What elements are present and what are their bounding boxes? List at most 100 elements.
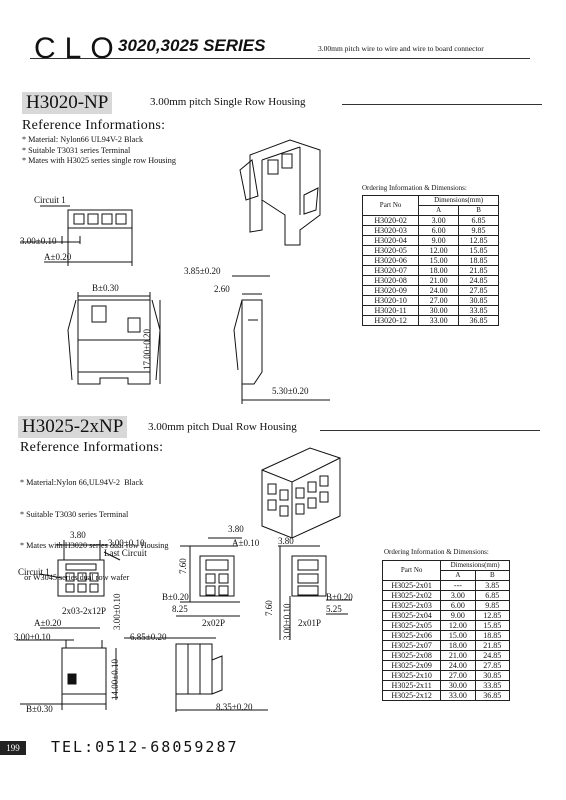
cell-b: 36.85 <box>458 315 499 326</box>
dim-260: 2.60 <box>214 284 230 294</box>
dim-385: 3.85±0.20 <box>184 266 221 276</box>
cell-a: 21.00 <box>440 650 476 661</box>
cell-a: 9.00 <box>440 610 476 621</box>
cell-part: H3025-2x09 <box>381 660 442 671</box>
label-2x01p: 2x01P <box>298 618 322 628</box>
dim-380b: 3.80 <box>228 524 244 534</box>
section1-drawings <box>20 139 330 404</box>
cell-part: H3025-2x02 <box>381 590 442 601</box>
label-range: 2x03-2x12P <box>62 606 107 616</box>
cell-b: 15.85 <box>474 620 511 631</box>
label-circuit1: Circuit 1 <box>34 195 66 205</box>
series-title: 3020,3025 SERIES <box>118 36 266 55</box>
bullet: * Material:Nylon 66,UL94V-2 Black <box>20 478 144 487</box>
section2-table-title: Ordering Information & Dimensions: <box>384 548 489 556</box>
dim-b020a: B±0.20 <box>162 592 189 602</box>
cell-part: H3025-2x12 <box>381 690 442 701</box>
cell-b: 24.85 <box>474 650 511 661</box>
col-dims: Dimensions(mm) <box>440 560 510 571</box>
col-b: B <box>474 570 511 581</box>
col-part: Part No <box>381 560 442 581</box>
label-circuit1-dual: Circuit 1 <box>18 567 50 577</box>
dim-a020: A±0.20 <box>34 618 62 628</box>
cell-part: H3025-2x01 <box>381 580 442 591</box>
dual-top-view-2 <box>176 537 242 617</box>
dual-housing-3d-sketch <box>261 447 341 539</box>
section1-rule <box>342 104 542 105</box>
cell-part: H3025-2x04 <box>381 610 442 621</box>
cell-b: 33.85 <box>474 680 511 691</box>
cell-b: 6.85 <box>474 590 511 601</box>
bullet: or W3045 series dual row wafer <box>20 572 130 582</box>
cell-a: 33.00 <box>440 690 476 701</box>
bullet: * Material: Nylon66 UL94V-2 Black <box>22 135 144 144</box>
label-2x02p: 2x02P <box>202 618 226 628</box>
cell-a: 15.00 <box>440 630 476 641</box>
brand-logo: CLO <box>34 32 123 65</box>
section1-table-title: Ordering Information & Dimensions: <box>362 184 467 192</box>
section1-ref-title: Reference Informations: <box>22 118 166 133</box>
section2-ordering-table: Part No Dimensions(mm) A B H3025-2x01---… <box>381 560 511 701</box>
bullet: * Suitable T3030 series Terminal <box>20 509 129 519</box>
dim-h1400: 14.00±0.10 <box>110 659 120 700</box>
dual-front-view <box>16 627 117 710</box>
cell-a: 27.00 <box>440 670 476 681</box>
header-rule <box>30 58 530 59</box>
cell-part: H3020-12 <box>361 315 420 326</box>
cell-a: 12.00 <box>440 620 476 631</box>
cell-b: 9.85 <box>474 600 511 611</box>
dim-530: 5.30±0.20 <box>272 386 309 396</box>
section1-bullets: * Material: Nylon66 UL94V-2 Black * Suit… <box>22 135 176 167</box>
cell-a: 24.00 <box>440 660 476 671</box>
dim-v760b: 7.60 <box>264 600 274 616</box>
dim-380a: 3.80 <box>70 530 86 540</box>
cell-a: 30.00 <box>440 680 476 691</box>
housing-3d-sketch <box>239 139 321 246</box>
top-view-housing <box>67 209 133 229</box>
dual-top-view-1 <box>39 540 121 597</box>
dim-b020b: B±0.20 <box>326 592 353 602</box>
page-number: 199 <box>0 741 26 755</box>
bullet: * Mates with H3025 series single row Hou… <box>22 156 176 165</box>
section2-rule <box>320 430 540 431</box>
dual-side-view <box>124 637 268 712</box>
cell-a: --- <box>440 580 476 591</box>
cell-part: H3025-2x11 <box>381 680 442 691</box>
table-row: H3025-2x01---3.85 <box>381 580 511 591</box>
cell-part: H3025-2x07 <box>381 640 442 651</box>
dual-top-view-3 <box>278 545 352 640</box>
dim-380c: 3.80 <box>278 536 294 546</box>
cell-a: 6.00 <box>440 600 476 611</box>
dim-pitch-a: 3.00±0.10 <box>108 538 145 548</box>
cell-a: 18.00 <box>440 640 476 651</box>
cell-b: 30.85 <box>474 670 511 681</box>
section2-bullets: * Material:Nylon 66,UL94V-2 Black * Suit… <box>20 457 169 594</box>
dim-a: A±0.20 <box>44 252 72 262</box>
cell-b: 27.85 <box>474 660 511 671</box>
section2-subtitle: 3.00mm pitch Dual Row Housing <box>148 421 297 433</box>
telephone: TEL:0512-68059287 <box>51 738 239 756</box>
cell-part: H3025-2x10 <box>381 670 442 681</box>
dim-835: 8.35±0.20 <box>216 702 253 712</box>
side-view <box>232 275 330 404</box>
dim-685: 6.85±0.20 <box>130 632 167 642</box>
bullet: * Suitable T3031 series Terminal <box>22 145 131 155</box>
section2-ref-title: Reference Informations: <box>20 440 164 455</box>
cell-part: H3025-2x08 <box>381 650 442 661</box>
section1-subtitle: 3.00mm pitch Single Row Housing <box>150 96 306 108</box>
section2-model: H3025-2xNP <box>18 416 128 438</box>
dim-v300: 3.00±0.10 <box>112 593 122 630</box>
